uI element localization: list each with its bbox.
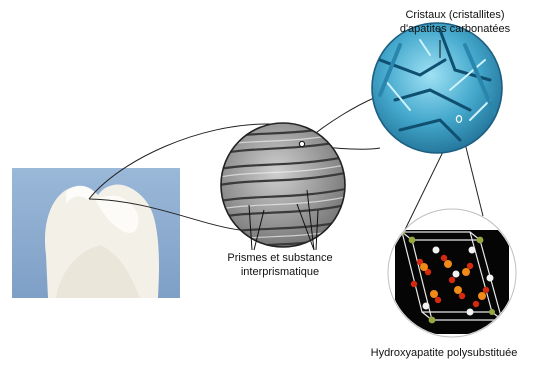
label-crystals: Cristaux (cristallites) d'apatites carbo… [370, 8, 540, 36]
label-hydroxyapatite: Hydroxyapatite polysubstituée [344, 346, 544, 360]
label-crystals-line1: Cristaux (cristallites) [370, 8, 540, 22]
tooth-photo [12, 168, 180, 298]
label-prisms-line1: Prismes et substance [190, 251, 370, 265]
label-prisms-line2: interprismatique [190, 265, 370, 279]
enamel-prisms-micrograph [215, 123, 350, 250]
apatite-crystals-micrograph [372, 23, 502, 153]
label-crystals-line2: d'apatites carbonatées [370, 22, 540, 36]
prism-pointer-dot [299, 141, 304, 146]
label-prisms: Prismes et substance interprismatique [190, 251, 370, 279]
hydroxyapatite-crystal-lattice [388, 209, 516, 337]
